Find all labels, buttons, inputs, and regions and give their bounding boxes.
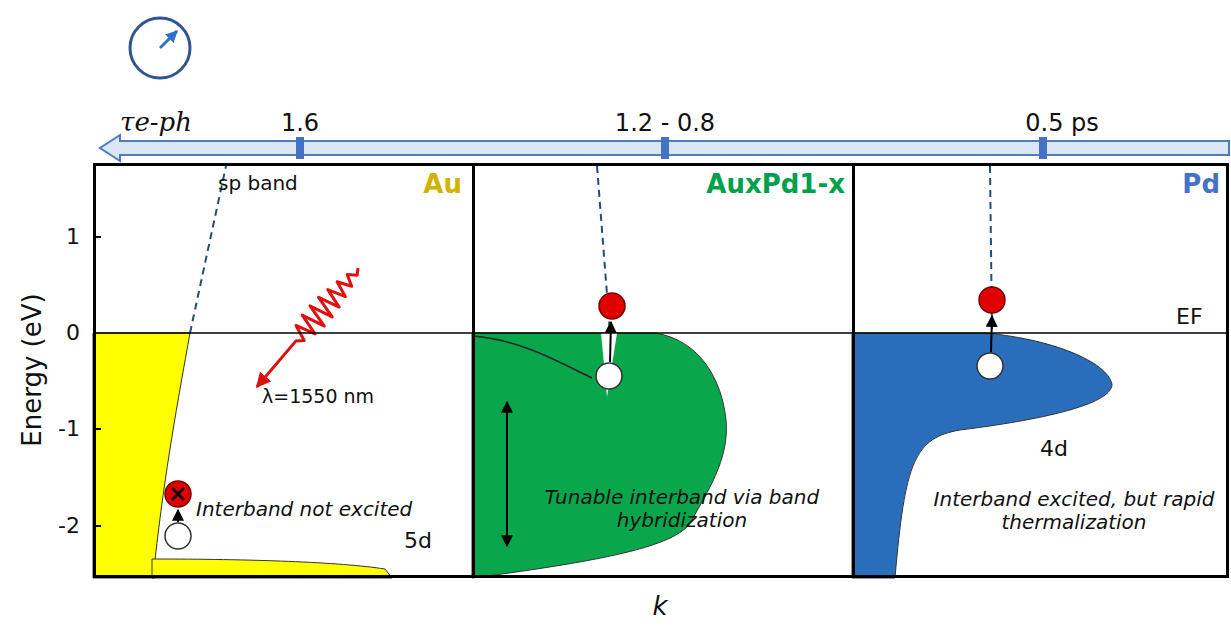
metal-label: AuxPd1-x (706, 170, 845, 200)
timeline-arrow (100, 135, 1229, 161)
axis-title: Energy (eV) (18, 293, 48, 446)
axis-tick: 0 (66, 320, 80, 345)
band-label: sp band (218, 172, 298, 195)
aupd-panel: AuxPd1-xTunable interband via band hybri… (472, 163, 855, 578)
time-value: 0.5 ps (1025, 110, 1099, 138)
time-value: 1.2 - 0.8 (615, 110, 715, 138)
pd-panel: PdEF Interband excited, but rapid thermal… (852, 163, 1229, 578)
band-label: 5d (404, 528, 432, 553)
band-label: 4d (1040, 436, 1068, 461)
wavelength-label: λ=1550 nm (262, 386, 374, 408)
metal-label: Au (423, 170, 462, 200)
axis-tick: 1 (66, 224, 80, 249)
time-value: 1.6 (281, 110, 319, 138)
annotation: Interband excited, but rapid thermalizat… (926, 488, 1222, 534)
axis-title: k (652, 592, 667, 622)
au-panel: Au sp band λ=1550 nm Interband not excited 5… (93, 163, 475, 578)
axis-tick: -2 (58, 513, 80, 538)
axis-tick: -1 (58, 416, 80, 441)
fermi-label: EF (1176, 304, 1203, 329)
annotation: Interband not excited (196, 498, 412, 521)
metal-label: Pd (1182, 170, 1220, 200)
fermi-level (93, 237, 1228, 526)
clock-icon (130, 18, 190, 78)
tau-label: τe-ph (120, 108, 192, 138)
annotation: Tunable interband via band hybridization (532, 486, 832, 532)
